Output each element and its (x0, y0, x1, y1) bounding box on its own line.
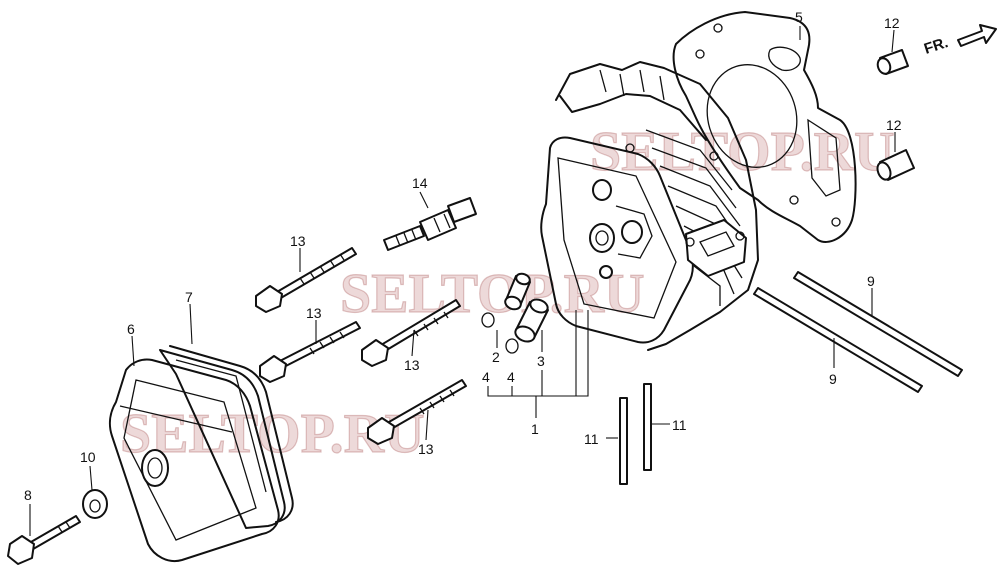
cover-bolt (7, 515, 81, 565)
leader-lines (29, 26, 896, 536)
stud (619, 397, 628, 485)
stud-bolt (793, 271, 963, 377)
callout-9: 9 (867, 273, 875, 289)
callout-11: 11 (584, 431, 599, 447)
callout-3: 3 (537, 353, 545, 369)
callout-13: 13 (290, 233, 306, 249)
washer (82, 489, 108, 519)
head-gasket (672, 11, 857, 243)
callout-4: 4 (507, 369, 515, 385)
valve-guide (514, 298, 549, 343)
callout-10: 10 (80, 449, 96, 465)
valve-guide (504, 272, 531, 311)
callout-13: 13 (418, 441, 434, 457)
spark-plug (383, 197, 477, 251)
callout-11: 11 (672, 417, 687, 433)
callout-12: 12 (886, 117, 902, 133)
front-direction-label: FR. (922, 34, 950, 58)
callout-numbers: 5 12 12 14 13 13 13 13 7 6 9 9 2 4 4 3 1… (24, 9, 902, 503)
callout-8: 8 (24, 487, 32, 503)
flange-bolt (255, 247, 357, 313)
callout-7: 7 (185, 289, 193, 305)
callout-12: 12 (884, 15, 900, 31)
flange-bolt (259, 321, 361, 383)
guide-clip (505, 338, 519, 354)
stud-bolt (753, 287, 923, 393)
callout-6: 6 (127, 321, 135, 337)
callout-4: 4 (482, 369, 490, 385)
flange-bolt (361, 299, 461, 367)
watermark: SELTOP.RU (340, 263, 645, 325)
callout-14: 14 (412, 175, 428, 191)
front-arrow-icon (957, 24, 997, 47)
cover-gasket (159, 345, 294, 529)
callout-9: 9 (829, 371, 837, 387)
cylinder-head (540, 61, 759, 351)
flange-bolt (367, 379, 467, 445)
guide-clip (481, 312, 495, 328)
callout-5: 5 (795, 9, 803, 25)
front-direction-indicator: FR. (922, 24, 997, 58)
stud (643, 383, 652, 471)
callout-13: 13 (404, 357, 420, 373)
callout-2: 2 (492, 349, 500, 365)
dowel-pin (876, 149, 915, 181)
dowel-pin (876, 49, 909, 75)
callout-13: 13 (306, 305, 322, 321)
callout-1: 1 (531, 421, 539, 437)
rocker-cover (108, 358, 280, 562)
gasket-bolt-holes (695, 23, 841, 227)
